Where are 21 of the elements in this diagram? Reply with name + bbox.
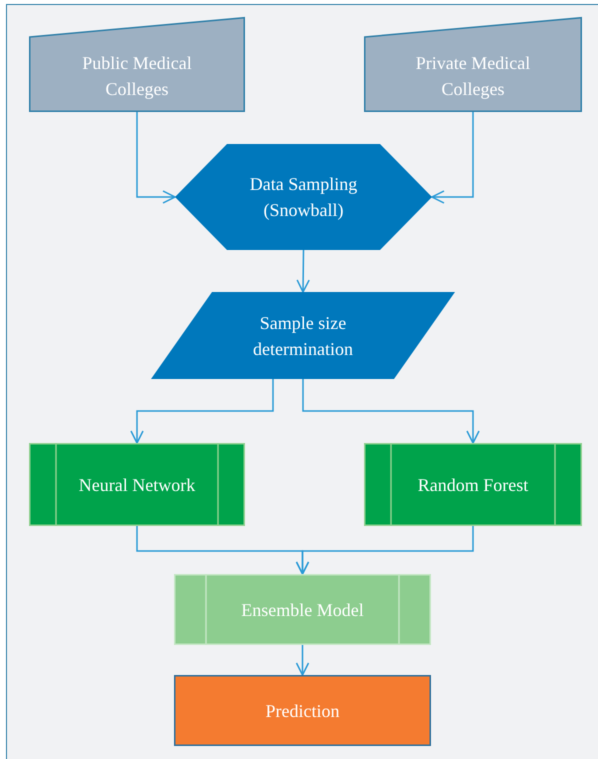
arrow	[296, 526, 474, 575]
arrow	[130, 379, 274, 444]
process-box	[174, 675, 431, 746]
predefined-process-box	[29, 443, 245, 526]
node-label: Private Medical Colleges	[414, 52, 532, 101]
node-label: Ensemble Model	[241, 598, 364, 622]
arrow	[296, 250, 310, 293]
data-parallelogram	[151, 292, 455, 379]
node-label: Random Forest	[418, 474, 528, 496]
arrow	[136, 112, 176, 204]
node-label: Prediction	[266, 700, 340, 722]
preparation-hexagon	[175, 144, 432, 250]
node-label: Public Medical Colleges	[81, 52, 193, 101]
arrow	[296, 645, 310, 676]
node-label: Data Sampling (Snowball)	[248, 173, 358, 222]
arrow	[431, 112, 474, 204]
predefined-process-box	[174, 574, 431, 645]
arrow	[302, 379, 480, 444]
predefined-process-box	[364, 443, 582, 526]
node-label: Neural Network	[78, 474, 196, 496]
node-label: Sample size determination	[252, 312, 354, 360]
